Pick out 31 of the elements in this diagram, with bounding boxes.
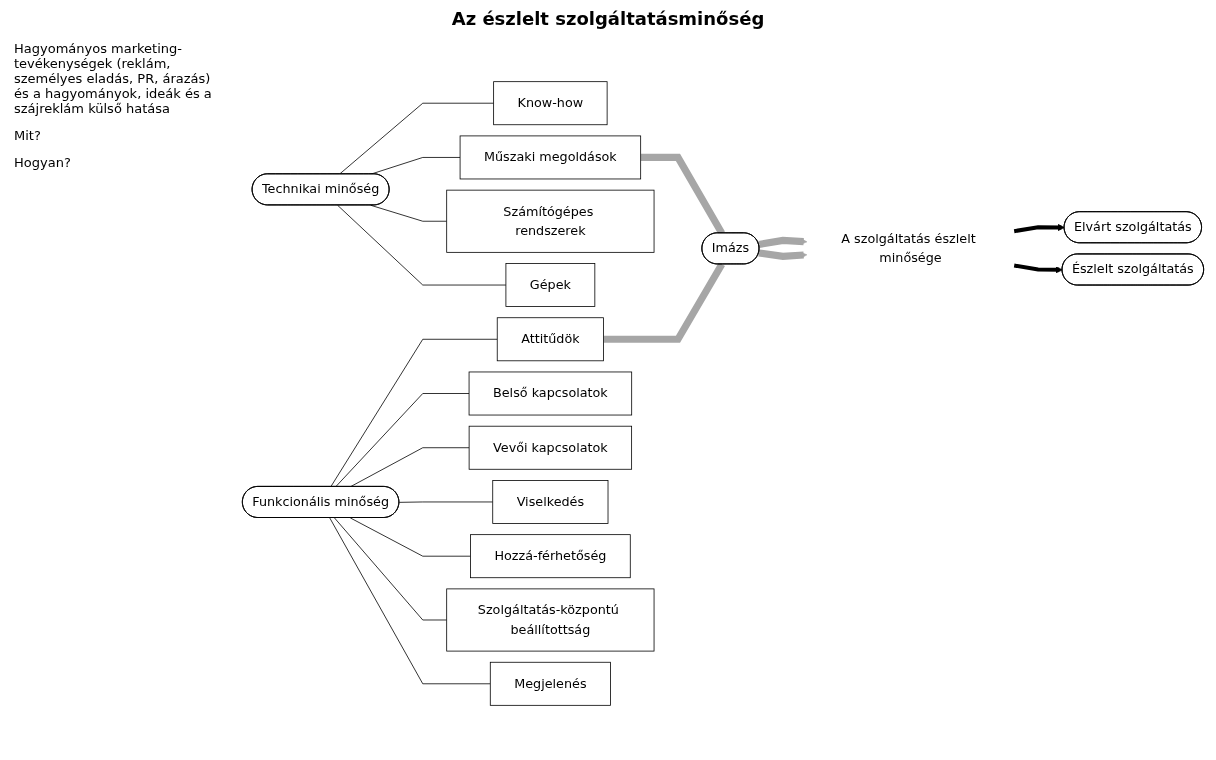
node-box: Gépek — [505, 263, 596, 307]
node-box: Megjelenés — [489, 661, 611, 706]
note-text: Hagyományos marketing-tevékenységek (reklám, személyes eladás, PR, árazás) és a hagyományok, ideák és a szájreklám külső hatása — [14, 41, 213, 116]
node-box: Hozzá-férhetőség — [470, 534, 631, 579]
node-box: Viselkedés — [492, 480, 609, 524]
diagram-title: Az észlelt szolgáltatásminőség — [450, 8, 766, 29]
connector — [329, 517, 491, 685]
arrow — [758, 249, 808, 260]
node-box: Műszaki megoldások — [459, 135, 642, 180]
node-box: Know-how — [493, 81, 608, 126]
note-text: Hogyan? — [14, 155, 72, 170]
connector — [349, 517, 471, 557]
note-text: Mit? — [14, 128, 42, 143]
connector — [370, 204, 448, 222]
arrow — [758, 236, 808, 249]
connector — [640, 153, 725, 235]
connector — [330, 338, 498, 488]
arrow — [1013, 263, 1063, 274]
connector — [334, 517, 448, 621]
connector — [603, 262, 725, 343]
node-box: Attitűdök — [496, 317, 604, 362]
connector — [335, 393, 470, 488]
arrow — [1013, 224, 1065, 234]
connector — [337, 204, 507, 286]
node-text: A szolgáltatás észlelt minősége — [841, 230, 976, 266]
node-box: Vevői kapcsolatok — [468, 425, 633, 470]
connector — [339, 102, 495, 175]
connector — [398, 501, 494, 503]
node-box: Szolgáltatás-központú beállítottság — [446, 588, 655, 652]
node-box: Számítógépes rendszerek — [446, 189, 655, 253]
node-box: Belső kapcsolatok — [468, 371, 633, 416]
